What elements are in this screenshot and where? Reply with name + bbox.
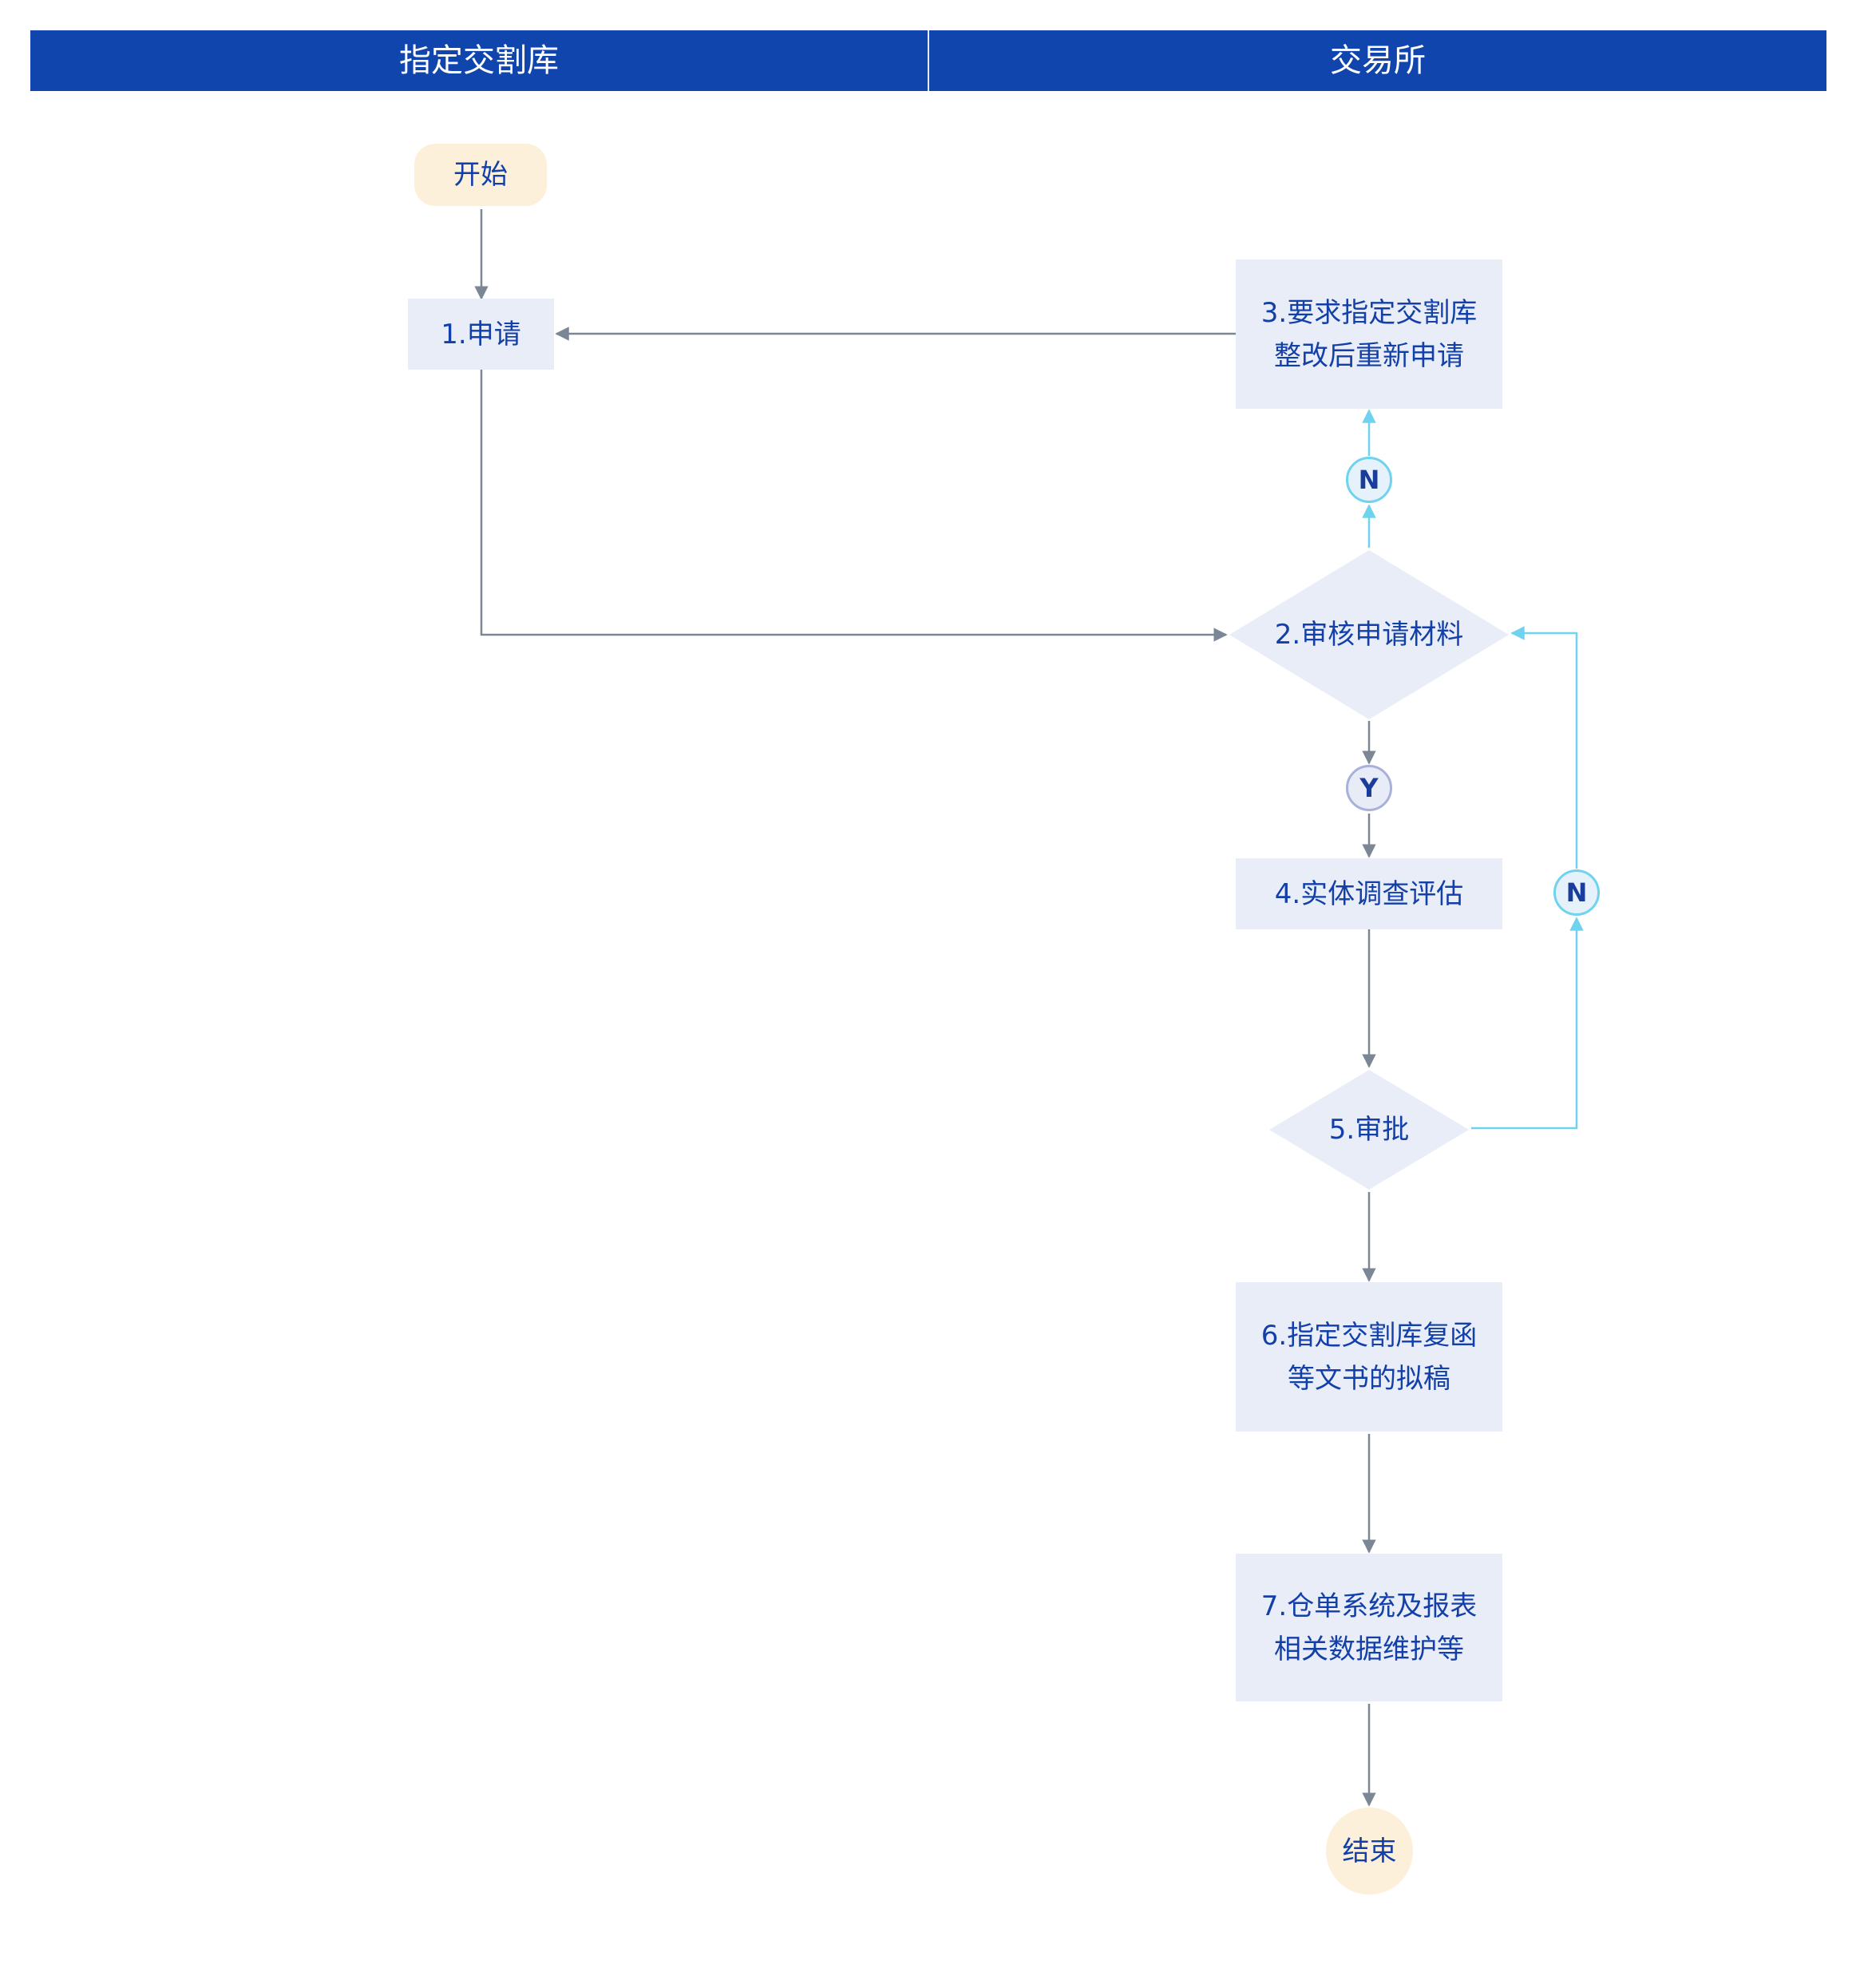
start-node: 开始	[414, 144, 547, 206]
survey-label: 4.实体调查评估	[1274, 877, 1464, 910]
draft-label: 6.指定交割库复函 等文书的拟稿	[1260, 1319, 1478, 1395]
start-label: 开始	[453, 159, 508, 191]
lane-header-exchange: 交易所	[929, 30, 1826, 91]
rectify-node: 3.要求指定交割库 整改后重新申请	[1236, 259, 1502, 409]
badge-y-label: Y	[1359, 773, 1379, 803]
end-label: 结束	[1342, 1835, 1397, 1867]
approve-node: 5.审批	[1289, 1106, 1449, 1154]
rectify-label: 3.要求指定交割库 整改后重新申请	[1260, 296, 1478, 372]
end-node: 结束	[1326, 1808, 1413, 1895]
badge-n-top-label: N	[1358, 465, 1380, 495]
diamond-approve	[1269, 1070, 1469, 1190]
badge-y: Y	[1346, 765, 1392, 811]
badge-n-top: N	[1346, 457, 1392, 503]
apply-label: 1.申请	[441, 318, 521, 350]
maintain-label: 7.仓单系统及报表 相关数据维护等	[1260, 1590, 1478, 1665]
edge-approve-to-badge-n	[1471, 917, 1584, 1130]
apply-node: 1.申请	[408, 299, 554, 370]
lane-header-warehouse: 指定交割库	[30, 30, 928, 91]
diamond-review	[1229, 550, 1509, 719]
lane-divider	[928, 30, 929, 91]
review-label: 2.审核申请材料	[1274, 619, 1464, 651]
badge-n-right: N	[1553, 869, 1600, 916]
maintain-node: 7.仓单系统及报表 相关数据维护等	[1236, 1554, 1502, 1701]
approve-label: 5.审批	[1328, 1114, 1410, 1146]
edge-badge-n-to-review	[1510, 626, 1578, 869]
edge-apply-to-review	[480, 370, 1228, 642]
review-node: 2.审核申请材料	[1245, 611, 1493, 659]
draft-node: 6.指定交割库复函 等文书的拟稿	[1236, 1282, 1502, 1432]
badge-n-right-label: N	[1565, 877, 1588, 908]
survey-node: 4.实体调查评估	[1236, 858, 1502, 929]
